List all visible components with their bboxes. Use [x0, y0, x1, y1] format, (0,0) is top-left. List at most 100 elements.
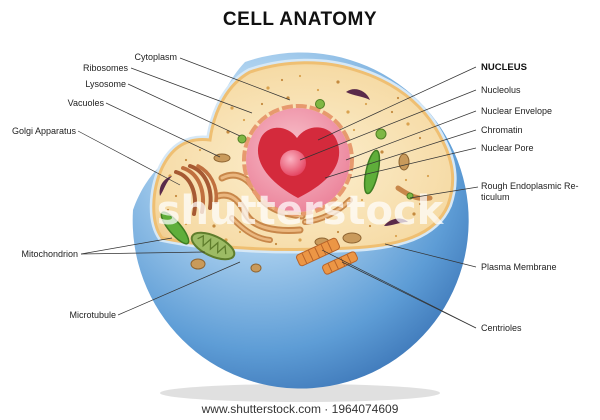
- centriole: [322, 251, 358, 275]
- mitochondrion: [190, 231, 236, 261]
- leader-line-golgi: [77, 130, 181, 186]
- leader-line-rough-er: [409, 186, 479, 199]
- leader-line-plasma-membrane: [384, 243, 477, 268]
- label-microtubule: Microtubule: [69, 310, 116, 320]
- ribosome-dot: [346, 110, 350, 114]
- vacuole: [250, 263, 262, 273]
- label-cytoplasm: Cytoplasm: [134, 52, 177, 62]
- label-chromatin: Chromatin: [481, 125, 523, 135]
- ribosome-dot: [298, 74, 302, 78]
- ribosome-dot: [260, 102, 264, 106]
- diagram-title: CELL ANATOMY: [223, 9, 377, 30]
- ribosome-dot: [238, 230, 242, 234]
- er-sheet: [395, 185, 433, 201]
- ribosome-dot: [336, 230, 340, 234]
- cell-shadow: [160, 384, 440, 402]
- label-nuclear-envelope: Nuclear Envelope: [481, 106, 552, 116]
- ribosome-dot: [412, 212, 416, 216]
- ribosome-dot: [280, 78, 284, 82]
- footer-credit: www.shutterstock.com · 1964074609: [201, 402, 399, 416]
- ribosome-dot: [360, 198, 364, 202]
- leader-lines: [77, 57, 479, 329]
- ribosome-dot: [426, 174, 430, 178]
- ribosome-dot: [174, 194, 178, 198]
- ribosome-dot: [298, 238, 302, 242]
- ribosome-dot: [242, 118, 246, 122]
- leader-line-lysosome: [127, 83, 241, 137]
- ribosome-dot: [336, 80, 340, 84]
- cytoplasm-particles: [166, 74, 430, 246]
- golgi-apparatus: [174, 164, 219, 216]
- watermark: shutterstock: [157, 188, 445, 234]
- leader-line-nucleus: [317, 66, 477, 141]
- nucleus: [242, 104, 354, 216]
- leader-line-nucleolus: [299, 89, 477, 161]
- ribosome-dot: [418, 136, 422, 140]
- green-organelle-left: [160, 211, 190, 245]
- label-nuclear-pore: Nuclear Pore: [481, 143, 534, 153]
- ribosome-dot: [380, 150, 384, 154]
- ribosome-dot: [230, 106, 234, 110]
- leader-line-ribosomes: [130, 67, 253, 114]
- ribosome-dot: [316, 88, 320, 92]
- ribosome-dot: [198, 148, 202, 152]
- leader-line-mitochondrion-b: [80, 251, 206, 255]
- golgi-cisterna: [188, 164, 213, 210]
- label-mitochondrion: Mitochondrion: [21, 249, 78, 259]
- nucleolus: [280, 150, 306, 176]
- label-plasma-membrane: Plasma Membrane: [481, 262, 557, 272]
- leader-line-cytoplasm: [179, 57, 291, 101]
- label-nucleolus: Nucleolus: [481, 85, 521, 95]
- label-ribosomes: Ribosomes: [83, 63, 129, 73]
- ribosome-dot: [266, 86, 270, 90]
- golgi-cisterna: [174, 170, 197, 216]
- dark-vesicle: [346, 89, 370, 100]
- ribosome-dot: [184, 222, 188, 226]
- centriole: [296, 237, 340, 267]
- ribosome-dot: [274, 242, 278, 246]
- dark-vesicle: [159, 176, 172, 196]
- vacuole: [398, 153, 410, 171]
- dark-vesicle: [384, 218, 408, 226]
- ribosome-dot: [404, 178, 408, 182]
- rough-er: [214, 171, 433, 243]
- leader-line-nuclear-envelope: [345, 110, 477, 161]
- nuclear-envelope: [242, 104, 354, 216]
- ribosome-dot: [364, 102, 368, 106]
- label-vacuoles: Vacuoles: [68, 98, 105, 108]
- leader-line-centrioles-b: [341, 261, 477, 329]
- centriole-stripes: [327, 254, 352, 273]
- lysosome: [237, 134, 247, 144]
- ribosome-dot: [352, 128, 356, 132]
- green-organelle-right: [363, 149, 381, 195]
- label-lysosome: Lysosome: [85, 79, 126, 89]
- er-sheet-highlight: [230, 216, 272, 242]
- ribosome-dot: [166, 208, 170, 212]
- golgi-cisterna: [196, 164, 219, 204]
- ribosome-dot: [212, 224, 216, 228]
- vacuole: [190, 258, 206, 270]
- ribosome-dot: [418, 202, 422, 206]
- er-sheet-highlight: [216, 193, 302, 232]
- ribosome-dot: [394, 234, 398, 238]
- leader-line-nuclear-pore: [349, 147, 477, 179]
- label-nucleus: NUCLEUS: [481, 62, 527, 73]
- leader-line-vacuoles: [105, 102, 221, 158]
- mitochondrion-outer: [190, 231, 236, 261]
- ribosome-dot: [226, 130, 230, 134]
- er-sheet-highlight: [303, 198, 352, 224]
- leader-line-microtubule: [117, 261, 241, 316]
- label-golgi-apparatus: Golgi Apparatus: [12, 126, 77, 136]
- ribosome-dot: [390, 110, 394, 114]
- golgi-cisterna: [181, 166, 205, 214]
- ribosome-dot: [396, 96, 400, 100]
- ribosome-dot: [184, 158, 188, 162]
- leader-line-mitochondrion-a: [80, 237, 173, 255]
- vacuole: [342, 232, 362, 244]
- label-rough-er-line2: ticulum: [481, 192, 510, 202]
- leader-line-chromatin: [324, 129, 477, 179]
- centriole-stripes: [301, 240, 333, 264]
- ribosome-dot: [406, 122, 410, 126]
- label-rough-er-line1: Rough Endoplasmic Re-: [481, 181, 579, 191]
